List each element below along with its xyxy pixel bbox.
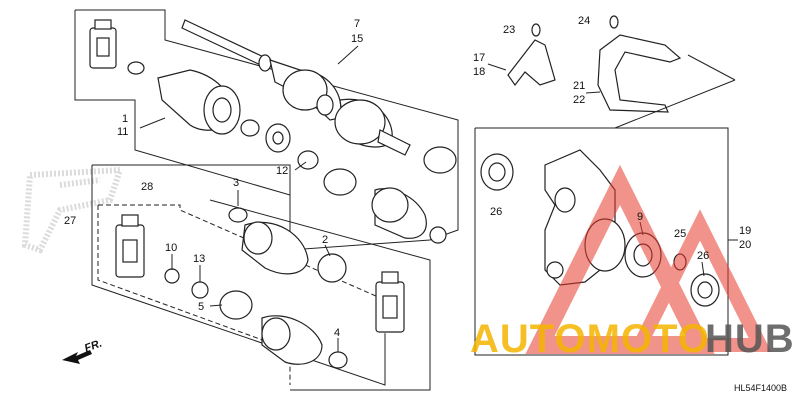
watermark-text-automoto: AUTOMOTO (470, 317, 710, 361)
knuckle-assembly (474, 127, 738, 356)
lower-ring (191, 281, 209, 299)
lower-circlip (164, 268, 180, 284)
front-label: FR. (83, 337, 104, 354)
callout-3: 3 (233, 177, 239, 189)
front-indicator: FR. (62, 337, 104, 364)
band-2 (317, 253, 347, 283)
callout-24: 24 (578, 15, 590, 27)
callout-28: 28 (141, 181, 153, 193)
watermark-logo (525, 164, 772, 354)
callout-11: 11 (117, 126, 128, 138)
callout-17: 17 (473, 52, 485, 64)
callout-21: 21 (573, 80, 585, 92)
band-4 (328, 351, 348, 369)
callout-23: 23 (503, 24, 515, 36)
set-ring (297, 150, 319, 170)
bolt-23 (531, 23, 541, 37)
knuckle (544, 149, 626, 286)
band-5 (219, 290, 253, 320)
callout-9: 9 (637, 211, 643, 223)
boot-band-right (423, 146, 457, 174)
grease-bottle-right (375, 271, 405, 333)
outer-joint (157, 69, 241, 135)
callout-4: 4 (334, 327, 340, 339)
boot-upper (371, 187, 447, 244)
callout-22: 22 (573, 94, 585, 106)
callout-15: 15 (351, 33, 363, 45)
callout-12: 12 (276, 165, 288, 177)
callout-26-right: 26 (697, 250, 709, 262)
boot-middle (241, 221, 309, 275)
watermark-text: AUTOMOTO HUB (470, 317, 795, 361)
callout-20: 20 (739, 239, 751, 251)
small-ring (127, 61, 145, 75)
band-3 (228, 207, 248, 223)
callout-25: 25 (674, 228, 686, 240)
reference-code: HL54F1400B (734, 383, 787, 393)
grease-bottle-lower (115, 214, 145, 278)
callout-19: 19 (739, 225, 751, 237)
callout-2: 2 (322, 234, 328, 246)
watermark-text-hub: HUB (705, 317, 795, 361)
callout-26-left: 26 (490, 206, 502, 218)
grease-bottle-top (89, 19, 117, 69)
callout-1: 1 (122, 113, 128, 125)
callout-7: 7 (354, 18, 360, 30)
boot-lower (261, 315, 323, 365)
callout-27: 27 (64, 215, 76, 227)
upper-covers (487, 15, 736, 129)
background-emblem (21, 166, 125, 254)
circlip (240, 119, 260, 137)
arrow-icon (62, 350, 92, 364)
top-shaft-assembly (74, 9, 459, 251)
cover-21-22 (597, 34, 682, 113)
bolt-24 (609, 15, 619, 29)
callout-18: 18 (473, 66, 485, 78)
drive-shaft (181, 19, 411, 156)
boot-band-upper (323, 168, 357, 196)
callout-5: 5 (198, 301, 204, 313)
callout-13: 13 (193, 253, 205, 265)
callout-10: 10 (165, 242, 177, 254)
cover-17-18 (507, 39, 556, 87)
lower-shaft-assembly (91, 164, 431, 391)
